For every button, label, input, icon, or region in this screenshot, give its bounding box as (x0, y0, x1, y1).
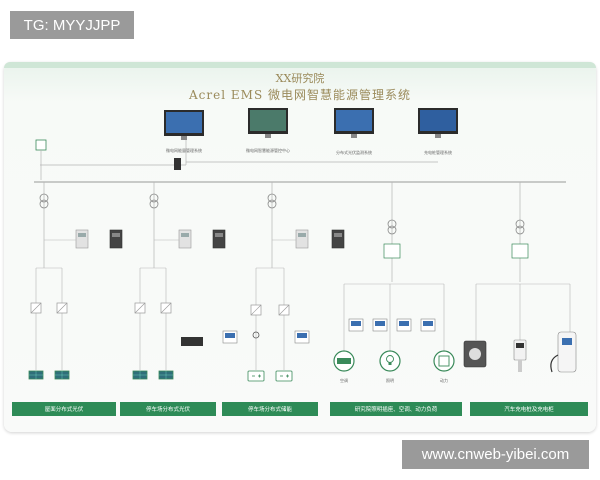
charging-pile-icon (550, 331, 577, 373)
load-meter-icon (348, 318, 364, 332)
pcs-icon (278, 304, 290, 316)
bar-loads: 研究院照明插座、空调、动力负荷 (330, 402, 462, 416)
inverter-icon (160, 302, 172, 314)
load-meter-icon (372, 318, 388, 332)
svg-text:汽车充电桩及充电柜: 汽车充电桩及充电柜 (504, 405, 554, 413)
load-meter-icon (396, 318, 412, 332)
pv-panel-icon (132, 370, 148, 380)
monitor-pv-monitoring: 分布式光伏监测系统 (334, 108, 374, 155)
branch-rooftop-pv (35, 267, 63, 370)
load-label-ac: 空调 (340, 377, 348, 383)
monitor-caption-3: 分布式光伏监测系统 (336, 149, 372, 155)
inverter-icon (134, 302, 146, 314)
diagram-subtitle: Acrel EMS 微电网智慧能源管理系统 (189, 88, 411, 102)
transformer-branch-1 (39, 182, 49, 268)
pv-panel-icon (158, 370, 174, 380)
pcs-icon (250, 304, 262, 316)
svg-text:研究院照明插座、空调、动力负荷: 研究院照明插座、空调、动力负荷 (355, 405, 438, 413)
sensor-icon (252, 331, 260, 339)
bar-ev-chargers: 汽车充电桩及充电柜 (470, 402, 588, 416)
watermark-bottom: www.cnweb-yibei.com (402, 440, 589, 469)
branch-parking-storage (255, 267, 285, 370)
grid-source-icon (35, 139, 47, 180)
cabinets-group-2 (154, 229, 226, 249)
panel-top-bar (4, 62, 596, 68)
branch-ev-chargers (475, 283, 571, 340)
power-load-icon (433, 350, 455, 372)
transformer-branch-2 (149, 182, 159, 268)
transformer-branch-5 (515, 182, 525, 282)
branch-parking-pv (139, 267, 167, 370)
load-meter-icon (420, 318, 436, 332)
load-label-lighting: 照明 (386, 378, 394, 383)
branch-loads (343, 283, 445, 360)
monitor-caption-4: 充电桩管理系统 (424, 149, 452, 155)
battery-icon (275, 370, 293, 382)
inverter-icon (56, 302, 68, 314)
transformer-branch-3 (267, 182, 277, 268)
network-switch-icon (174, 158, 181, 170)
monitor-control-center: 微电网智慧能源管控中心 (246, 108, 290, 153)
lighting-icon (379, 350, 401, 372)
bar-rooftop-pv: 屋面分布式光伏 (12, 402, 116, 416)
dc-charger-icon (513, 339, 527, 372)
monitor-caption-2: 微电网智慧能源管控中心 (246, 147, 290, 153)
load-label-power: 动力 (440, 377, 448, 383)
svg-text:停车场分布式光伏: 停车场分布式光伏 (146, 405, 191, 413)
cabinets-group-1 (44, 229, 123, 249)
pv-panel-icon (28, 370, 44, 380)
monitor-charging-management: 充电桩管理系统 (418, 108, 458, 155)
wall-charger-icon (463, 340, 487, 368)
meter-box-branch-4 (383, 243, 401, 259)
pv-combiner-device (181, 337, 203, 346)
pv-panel-icon (54, 370, 70, 380)
air-conditioner-icon (333, 350, 355, 372)
monitor-caption-1: 微电网能量管理系统 (166, 147, 202, 153)
diagram-title: XX研究院 (275, 72, 325, 85)
network-lines (40, 140, 438, 166)
meter-box-branch-5 (511, 243, 529, 259)
svg-text:停车场分布式储能: 停车场分布式储能 (248, 405, 293, 413)
meter-icon (294, 330, 310, 344)
meter-icon (222, 330, 238, 344)
inverter-icon (30, 302, 42, 314)
monitor-energy-management: 微电网能量管理系统 (164, 110, 204, 153)
cabinets-group-3 (272, 229, 345, 249)
svg-text:屋面分布式光伏: 屋面分布式光伏 (45, 405, 84, 413)
battery-icon (247, 370, 265, 382)
transformer-branch-4 (387, 182, 397, 282)
bar-parking-pv: 停车场分布式光伏 (120, 402, 216, 416)
bar-parking-storage: 停车场分布式储能 (222, 402, 318, 416)
watermark-top: TG: MYYJJPP (10, 11, 134, 39)
